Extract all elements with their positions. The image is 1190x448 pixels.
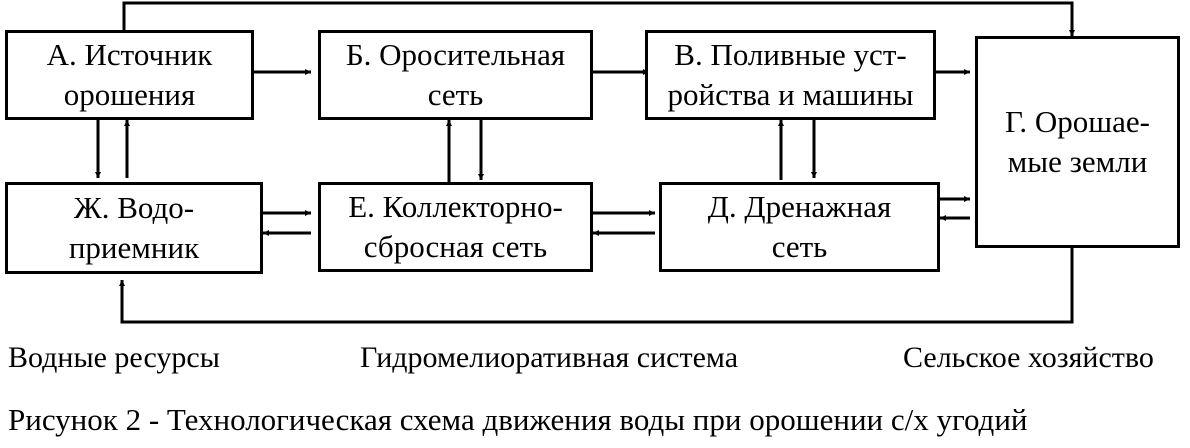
node-a-irrigation-source: А. Источник орошения bbox=[5, 30, 254, 120]
node-e-line2: сбросная сеть bbox=[363, 229, 548, 264]
node-v-line2: ройства и машины bbox=[667, 77, 914, 112]
node-d-line1: Д. Дренажная bbox=[707, 189, 892, 224]
node-b-irrigation-network: Б. Оросительная сеть bbox=[318, 30, 593, 120]
label-hydromelioration-system: Гидромелиоративная система bbox=[360, 341, 739, 374]
node-e-collector-network: Е. Коллекторно- сбросная сеть bbox=[318, 182, 593, 272]
node-v-watering-devices: В. Поливные уст- ройства и машины bbox=[645, 30, 936, 120]
node-a-line1: А. Источник bbox=[46, 37, 213, 72]
node-b-line1: Б. Оросительная bbox=[345, 37, 566, 72]
node-zh-line1: Ж. Водо- bbox=[73, 190, 195, 225]
node-d-drainage-network: Д. Дренажная сеть bbox=[659, 182, 940, 272]
node-g-irrigated-lands: Г. Орошае- мые земли bbox=[975, 36, 1180, 248]
node-d-line2: сеть bbox=[771, 229, 828, 264]
arrow-a-to-g-top-loop bbox=[122, 1, 1075, 36]
node-v-line1: В. Поливные уст- bbox=[674, 37, 907, 72]
node-e-line1: Е. Коллекторно- bbox=[348, 189, 563, 224]
figure-caption: Рисунок 2 - Технологическая схема движен… bbox=[8, 402, 1028, 437]
node-b-line2: сеть bbox=[427, 77, 484, 112]
label-water-resources: Водные ресурсы bbox=[8, 341, 220, 374]
arrow-g-to-zh-bottom-loop bbox=[119, 248, 1074, 324]
label-agriculture: Сельское хозяйство bbox=[903, 341, 1154, 374]
node-a-line2: орошения bbox=[63, 77, 196, 112]
node-g-line1: Г. Орошае- bbox=[1004, 104, 1151, 139]
node-zh-water-receiver: Ж. Водо- приемник bbox=[5, 182, 263, 274]
node-g-line2: мые земли bbox=[1007, 144, 1148, 179]
node-zh-line2: приемник bbox=[68, 230, 200, 265]
